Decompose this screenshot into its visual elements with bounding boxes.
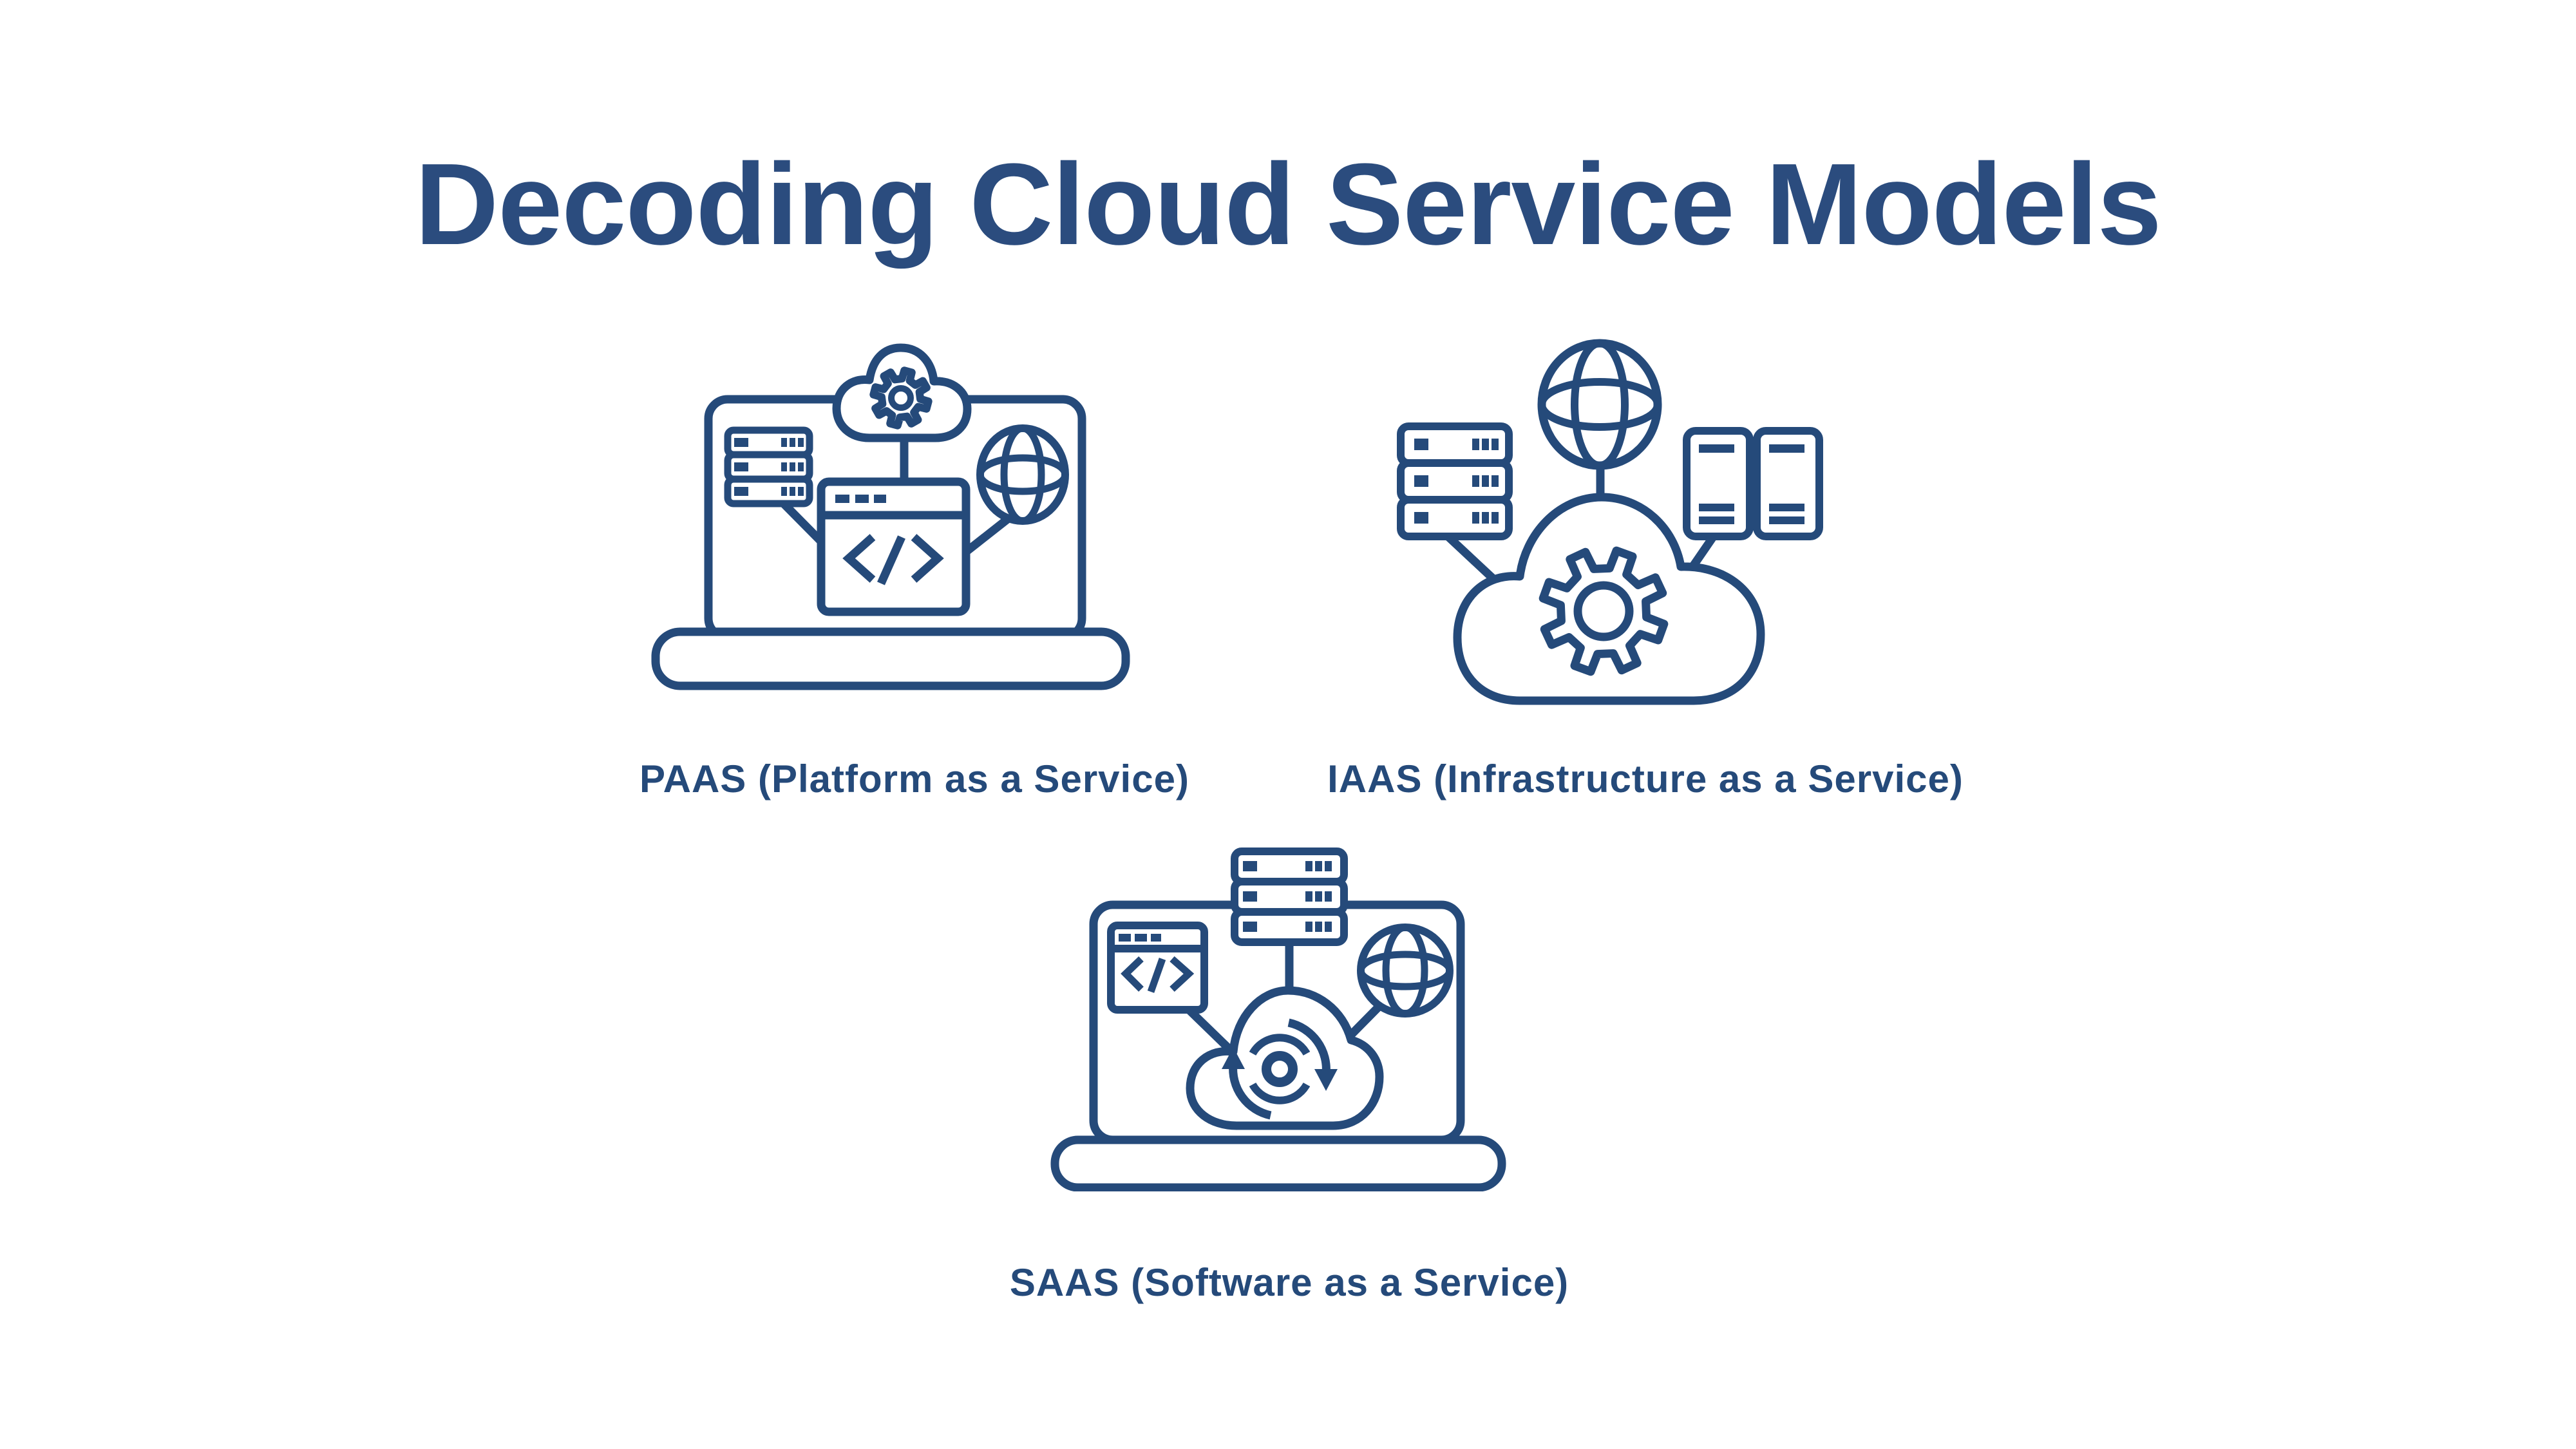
server-rack-icon bbox=[724, 426, 813, 507]
globe-icon bbox=[1357, 923, 1454, 1018]
code-window-icon bbox=[1107, 922, 1208, 1014]
iaas-icon bbox=[1397, 339, 1823, 705]
code-window-icon bbox=[817, 477, 971, 616]
cloud-gear-icon bbox=[1453, 493, 1765, 705]
cloud-sync-icon bbox=[1186, 986, 1384, 1130]
server-rack-icon bbox=[1397, 422, 1513, 540]
page-title: Decoding Cloud Service Models bbox=[415, 140, 2162, 269]
code-slash-glyph bbox=[1121, 956, 1195, 993]
iaas-label: IAAS (Infrastructure as a Service) bbox=[1327, 757, 1964, 800]
saas-label: SAAS (Software as a Service) bbox=[1009, 1261, 1569, 1304]
paas-icon bbox=[651, 343, 1130, 690]
sync-arrows-icon bbox=[1222, 1018, 1338, 1120]
code-slash-glyph bbox=[842, 534, 944, 585]
cloud-gear-icon bbox=[832, 343, 972, 442]
server-rack-icon bbox=[1231, 848, 1348, 946]
server-towers-icon bbox=[1683, 427, 1823, 540]
saas-icon bbox=[1050, 848, 1506, 1191]
paas-label: PAAS (Platform as a Service) bbox=[639, 757, 1189, 800]
globe-icon bbox=[976, 424, 1069, 525]
globe-icon bbox=[1537, 339, 1662, 470]
